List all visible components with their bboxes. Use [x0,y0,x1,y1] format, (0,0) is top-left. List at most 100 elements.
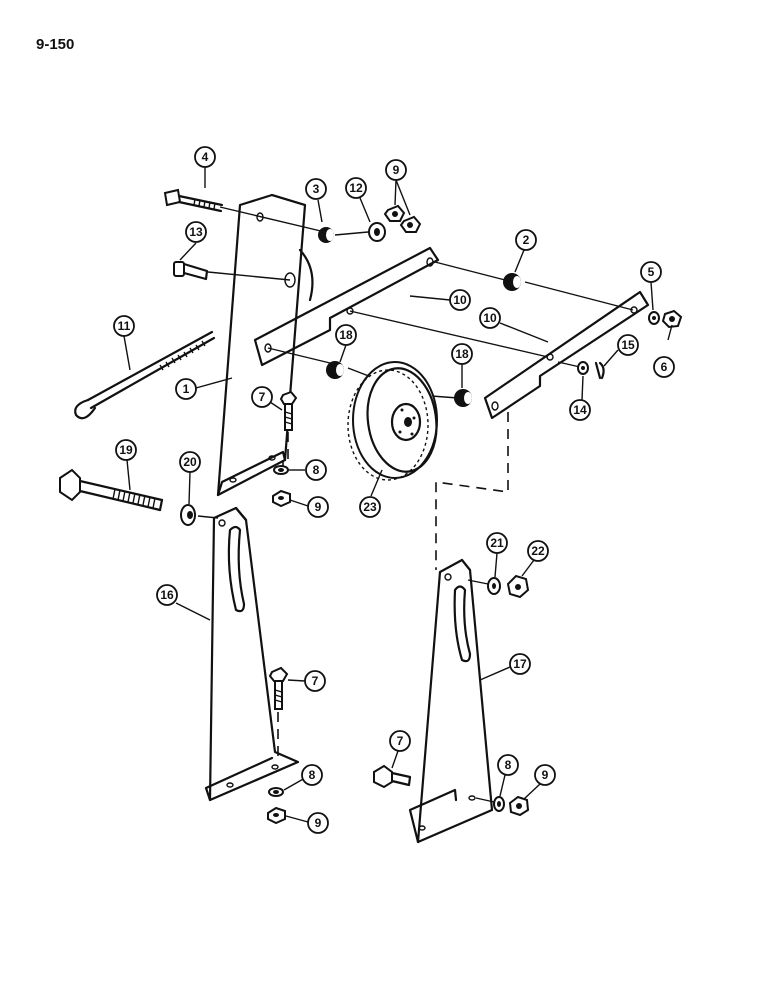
svg-text:3: 3 [313,182,320,196]
washer-14 [577,361,589,375]
svg-text:17: 17 [513,657,527,671]
pin-13 [173,261,209,281]
bolt-4 [163,188,224,213]
callout-2: 2 [515,229,537,251]
washer-21 [487,577,501,595]
callout-21: 21 [486,532,508,554]
spacer-18-left [326,361,344,379]
svg-text:10: 10 [483,311,497,325]
washer-8-lower [268,787,284,797]
svg-text:6: 6 [661,360,668,374]
callout-15: 15 [617,334,639,356]
callouts: 4 3 12 9 13 2 5 10 10 11 18 18 15 6 14 1 [113,146,675,834]
svg-text:9: 9 [393,163,400,177]
washer-5 [648,311,660,325]
callout-7-middle: 7 [304,670,326,692]
svg-text:21: 21 [490,536,504,550]
callout-6: 6 [653,356,675,378]
assembly-lines [207,206,634,399]
svg-text:14: 14 [573,403,587,417]
svg-text:13: 13 [189,225,203,239]
bolt-7-upper [279,390,298,431]
svg-text:18: 18 [455,347,469,361]
line-washer-8-right [475,797,495,803]
cotter-pin-15 [594,361,605,380]
callout-4: 4 [194,146,216,168]
spacer-3 [318,227,334,243]
callout-18-right: 18 [451,343,473,365]
callout-23: 23 [359,496,381,518]
dashed-line-lower-right [435,412,509,570]
callout-7-upper: 7 [251,386,273,408]
spacer-2 [503,273,521,291]
callout-5: 5 [640,261,662,283]
callout-19: 19 [115,439,137,461]
svg-text:11: 11 [118,319,131,333]
callout-9-right: 9 [534,764,556,786]
callout-10-left: 10 [449,289,471,311]
callout-3: 3 [305,178,327,200]
callout-12: 12 [345,177,367,199]
nut-9-lower [267,806,286,825]
bracket-lower-right [408,558,494,844]
svg-text:1: 1 [183,382,190,396]
callout-9-lower: 9 [307,812,329,834]
callout-17: 17 [509,653,531,675]
svg-text:12: 12 [349,181,363,195]
bolt-7-middle [268,666,289,710]
callout-9-upper: 9 [307,496,329,518]
washer-12 [368,222,386,242]
callout-7-lower: 7 [389,730,411,752]
washer-8-right [493,796,505,812]
svg-text:9: 9 [315,500,322,514]
callout-8-right: 8 [497,754,519,776]
line-washer-21 [467,579,489,585]
svg-text:7: 7 [259,390,266,404]
svg-text:8: 8 [313,463,320,477]
page-number: 9-150 [36,36,75,53]
nut-22 [506,574,530,599]
pulley-23 [347,361,438,481]
callout-13: 13 [185,221,207,243]
nuts-9-top [383,204,422,233]
callout-10-right: 10 [479,307,501,329]
svg-text:15: 15 [621,338,635,352]
callout-14: 14 [569,399,591,421]
svg-text:22: 22 [531,544,545,558]
washer-20 [180,504,196,526]
svg-text:7: 7 [397,734,404,748]
svg-text:8: 8 [309,768,316,782]
arm-bar-right [483,290,650,420]
bolt-19 [59,468,164,512]
svg-text:4: 4 [202,150,209,164]
svg-text:10: 10 [453,293,467,307]
svg-text:16: 16 [160,588,174,602]
bracket-lower-left [204,506,300,802]
svg-text:2: 2 [523,233,530,247]
svg-text:19: 19 [119,443,133,457]
callout-16: 16 [156,584,178,606]
svg-text:7: 7 [312,674,319,688]
callout-8-upper: 8 [305,459,327,481]
nut-9-upper [272,489,291,508]
rod-11 [74,330,216,420]
nut-6 [661,309,683,329]
callout-9-top: 9 [385,159,407,181]
svg-text:20: 20 [183,455,197,469]
svg-text:8: 8 [505,758,512,772]
callout-22: 22 [527,540,549,562]
bolt-7-lower [373,764,412,789]
svg-text:23: 23 [363,500,377,514]
svg-text:9: 9 [542,768,549,782]
svg-text:9: 9 [315,816,322,830]
svg-text:18: 18 [339,328,353,342]
nut-9-right [508,795,530,817]
callout-8-lower: 8 [301,764,323,786]
callout-11: 11 [113,315,135,337]
svg-text:5: 5 [648,265,655,279]
callout-1: 1 [175,378,197,400]
spacer-18-right [454,389,472,407]
callout-18-left: 18 [335,324,357,346]
callout-20: 20 [179,451,201,473]
